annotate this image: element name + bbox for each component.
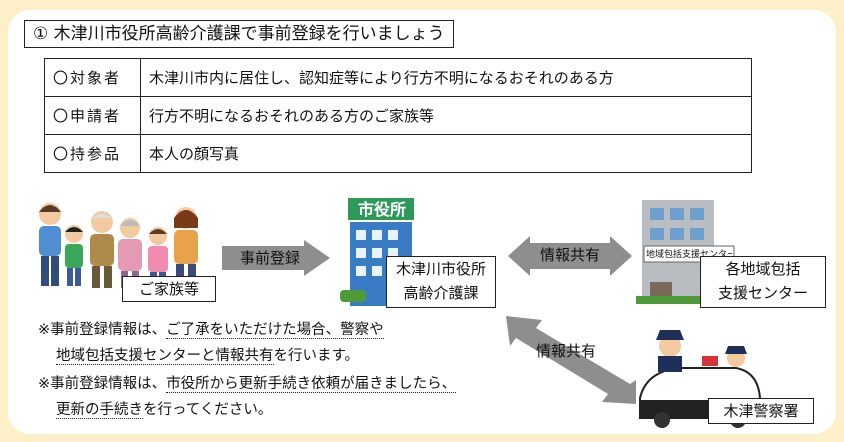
row-value: 木津川市内に居住し、認知症等により行方不明になるおそれのある方 xyxy=(140,58,752,97)
note-1-line2: 地域包括支援センターと情報共有を行います。 xyxy=(56,344,359,369)
note-1-line2-underlined: 地域包括支援センターと情報共有 xyxy=(56,348,274,365)
support-center-label: 各地域包括 支援センター xyxy=(700,256,826,308)
city-hall-sign: 市役所 xyxy=(357,200,406,219)
row-value: 本人の顔写真 xyxy=(140,134,752,173)
double-arrow-icon xyxy=(508,236,632,276)
note-1-underlined: ご了承をいただけた場合、警察や xyxy=(166,322,384,339)
note-1-prefix: ※事前登録情報は、 xyxy=(38,322,167,338)
support-center-label-line1: 各地域包括 xyxy=(725,260,801,278)
arrow-share-label-2: 情報共有 xyxy=(536,342,597,360)
family-label: ご家族等 xyxy=(122,276,216,302)
note-2-line2-suffix: を行ってください。 xyxy=(143,402,273,418)
family-member-icon xyxy=(65,225,83,286)
note-2-prefix: ※事前登録情報は、 xyxy=(38,376,167,392)
arrow-share-label: 情報共有 xyxy=(540,246,601,264)
city-hall-label-line2: 高齢介護課 xyxy=(403,284,479,302)
note-1-line2-suffix: を行います。 xyxy=(273,348,360,364)
city-hall-label: 木津川市役所 高齢介護課 xyxy=(386,256,496,308)
police-label: 木津警察署 xyxy=(708,398,814,424)
note-2: ※事前登録情報は、市役所から更新手続き依頼が届きましたら、 xyxy=(38,372,457,397)
note-1: ※事前登録情報は、ご了承をいただけた場合、警察や xyxy=(38,318,384,343)
row-value: 行方不明になるおそれのある方のご家族等 xyxy=(140,96,752,135)
note-2-line2: 更新の手続きを行ってください。 xyxy=(56,398,272,423)
note-2-line2-underlined: 更新の手続き xyxy=(56,402,143,419)
table-row: 〇申請者 行方不明になるおそれのある方のご家族等 xyxy=(44,96,752,135)
note-2-underlined: 市役所から更新手続き依頼が届きましたら、 xyxy=(166,376,457,393)
row-key: 〇申請者 xyxy=(44,96,141,135)
diagonal-double-arrow-icon xyxy=(506,316,636,404)
city-hall-label-line1: 木津川市役所 xyxy=(395,260,486,278)
support-center-sign: 地域包括支援センター xyxy=(646,250,732,260)
row-key: 〇持参品 xyxy=(44,134,141,173)
family-illustration xyxy=(39,203,198,288)
family-member-icon xyxy=(39,203,61,286)
table-row: 〇対象者 木津川市内に居住し、認知症等により行方不明になるおそれのある方 xyxy=(44,58,752,97)
arrow-right-icon xyxy=(222,240,330,276)
requirements-table: 〇対象者 木津川市内に居住し、認知症等により行方不明になるおそれのある方 〇申請… xyxy=(44,58,752,173)
section-heading: ① 木津川市役所高齢介護課で事前登録を行いましょう xyxy=(24,20,454,48)
support-center-label-line2: 支援センター xyxy=(717,284,808,302)
table-row: 〇持参品 本人の顔写真 xyxy=(44,134,752,173)
row-key: 〇対象者 xyxy=(44,58,141,97)
family-member-icon xyxy=(90,211,114,288)
arrow-register-label: 事前登録 xyxy=(240,249,301,267)
